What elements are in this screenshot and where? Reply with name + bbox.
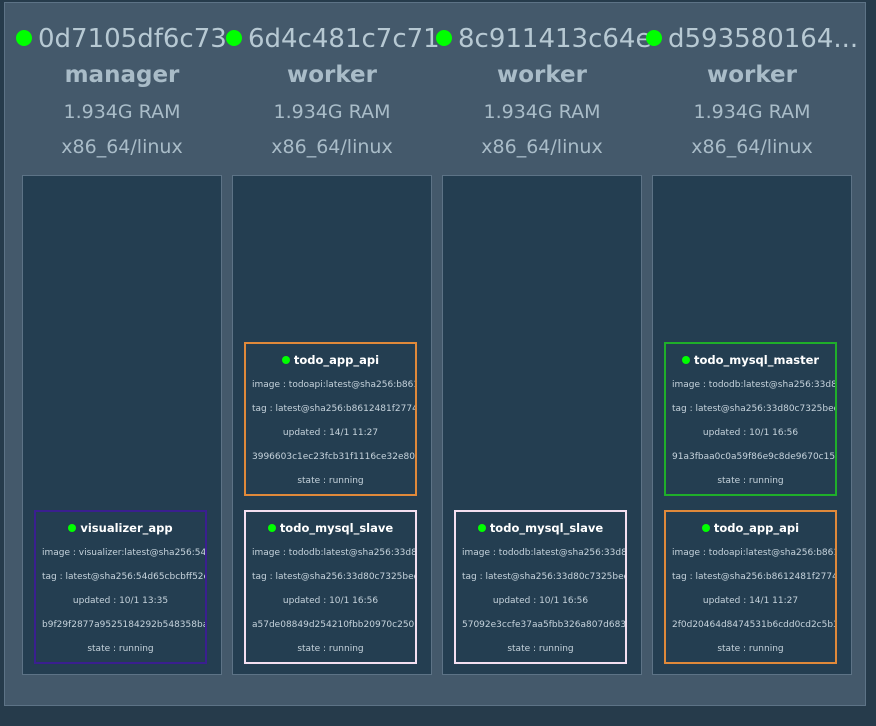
task-tag: tag : latest@sha256:54d65cbcbff52ec — [42, 572, 205, 582]
task-name: todo_app_api — [713, 521, 800, 535]
node-name: 6d4c481c7c71 — [226, 23, 442, 55]
task-id: 57092e3ccfe37aa5fbb326a807d6830 — [462, 620, 625, 630]
task-image: image : tododb:latest@sha256:33d80c7325b… — [672, 380, 835, 390]
node-task-column: todo_app_api image : todoapi:latest@sha2… — [232, 175, 432, 675]
node-card: d593580164... worker 1.934G RAM x86_64/l… — [646, 3, 858, 678]
task-name: todo_mysql_slave — [489, 521, 604, 535]
node-name: d593580164... — [646, 23, 862, 55]
task-updated: updated : 10/1 16:56 — [702, 428, 799, 438]
task-tag: tag : latest@sha256:33d80c7325bed — [252, 572, 415, 582]
node-name: 8c911413c64e — [436, 23, 652, 55]
task-name: todo_app_api — [293, 353, 380, 367]
node-status-dot-icon — [436, 29, 452, 46]
task-status-dot-icon — [68, 523, 77, 532]
task-status-dot-icon — [681, 355, 690, 364]
node-status-dot-icon — [16, 29, 32, 46]
node-ram: 1.934G RAM — [63, 101, 181, 123]
task-title: todo_mysql_slave — [246, 521, 415, 535]
node-status-dot-icon — [646, 29, 662, 46]
task-image: image : tododb:latest@sha256:33d80c7325b… — [462, 548, 625, 558]
task-tag: tag : latest@sha256:33d80c7325bed — [672, 404, 835, 414]
node-name-label: 8c911413c64e — [458, 24, 652, 54]
node-role: worker — [496, 62, 587, 88]
node-arch: x86_64/linux — [691, 136, 813, 158]
task-card-todo-app-api[interactable]: todo_app_api image : todoapi:latest@sha2… — [664, 510, 837, 664]
node-card: 6d4c481c7c71 worker 1.934G RAM x86_64/li… — [226, 3, 440, 678]
node-ram: 1.934G RAM — [483, 101, 601, 123]
node-name: 0d7105df6c73 — [16, 23, 232, 55]
task-title: todo_mysql_slave — [456, 521, 625, 535]
node-card: 0d7105df6c73 manager 1.934G RAM x86_64/l… — [16, 3, 227, 678]
task-title: visualizer_app — [36, 521, 205, 535]
task-title: todo_app_api — [246, 353, 415, 367]
node-card: 8c911413c64e worker 1.934G RAM x86_64/li… — [436, 3, 651, 678]
node-task-column: todo_mysql_slave image : tododb:latest@s… — [442, 175, 642, 675]
task-image: image : visualizer:latest@sha256:54d65cb… — [42, 548, 205, 558]
task-status-dot-icon — [267, 523, 276, 532]
task-state: state : running — [297, 644, 364, 654]
task-state: state : running — [87, 644, 154, 654]
task-image: image : todoapi:latest@sha256:b8612481f2… — [672, 548, 835, 558]
node-arch: x86_64/linux — [61, 136, 183, 158]
node-task-column: todo_mysql_master image : tododb:latest@… — [652, 175, 852, 675]
task-updated: updated : 14/1 11:27 — [702, 596, 799, 606]
task-state: state : running — [297, 476, 364, 486]
node-ram: 1.934G RAM — [273, 101, 391, 123]
node-arch: x86_64/linux — [271, 136, 393, 158]
task-updated: updated : 10/1 16:56 — [282, 596, 379, 606]
task-card-todo-mysql-slave[interactable]: todo_mysql_slave image : tododb:latest@s… — [454, 510, 627, 664]
task-id: 91a3fbaa0c0a59f86e9c8de9670c15d — [672, 452, 835, 462]
task-image: image : tododb:latest@sha256:33d80c7325b… — [252, 548, 415, 558]
task-name: visualizer_app — [80, 521, 173, 535]
node-role: worker — [706, 62, 797, 88]
task-card-todo-mysql-slave[interactable]: todo_mysql_slave image : tododb:latest@s… — [244, 510, 417, 664]
node-role: worker — [286, 62, 377, 88]
task-updated: updated : 10/1 16:56 — [492, 596, 589, 606]
task-image: image : todoapi:latest@sha256:b8612481f2… — [252, 380, 415, 390]
task-id: 3996603c1ec23fcb31f1116ce32e80d — [252, 452, 415, 462]
task-status-dot-icon — [477, 523, 486, 532]
swarm-visualizer-stage: 0d7105df6c73 manager 1.934G RAM x86_64/l… — [4, 2, 866, 706]
task-tag: tag : latest@sha256:33d80c7325bed — [462, 572, 625, 582]
task-card-todo-mysql-master[interactable]: todo_mysql_master image : tododb:latest@… — [664, 342, 837, 496]
task-state: state : running — [717, 476, 784, 486]
node-task-column: visualizer_app image : visualizer:latest… — [22, 175, 222, 675]
node-role: manager — [64, 62, 180, 88]
node-arch: x86_64/linux — [481, 136, 603, 158]
node-status-dot-icon — [226, 29, 242, 46]
task-state: state : running — [507, 644, 574, 654]
task-status-dot-icon — [281, 355, 290, 364]
task-updated: updated : 14/1 11:27 — [282, 428, 379, 438]
task-name: todo_mysql_master — [693, 353, 820, 367]
task-card-visualizer-app[interactable]: visualizer_app image : visualizer:latest… — [34, 510, 207, 664]
task-title: todo_mysql_master — [666, 353, 835, 367]
task-id: b9f29f2877a9525184292b548358ba7 — [42, 620, 205, 630]
node-ram: 1.934G RAM — [693, 101, 811, 123]
task-title: todo_app_api — [666, 521, 835, 535]
task-tag: tag : latest@sha256:b8612481f2774a — [672, 572, 835, 582]
node-name-label: 0d7105df6c73 — [38, 24, 227, 54]
task-state: state : running — [717, 644, 784, 654]
task-id: 2f0d20464d8474531b6cdd0cd2c5b3 — [672, 620, 835, 630]
task-status-dot-icon — [701, 523, 710, 532]
task-tag: tag : latest@sha256:b8612481f2774a — [252, 404, 415, 414]
task-card-todo-app-api[interactable]: todo_app_api image : todoapi:latest@sha2… — [244, 342, 417, 496]
task-updated: updated : 10/1 13:35 — [72, 596, 169, 606]
node-name-label: d593580164... — [668, 24, 859, 54]
task-id: a57de08849d254210fbb20970c2507 — [252, 620, 415, 630]
node-name-label: 6d4c481c7c71 — [248, 24, 440, 54]
task-name: todo_mysql_slave — [279, 521, 394, 535]
